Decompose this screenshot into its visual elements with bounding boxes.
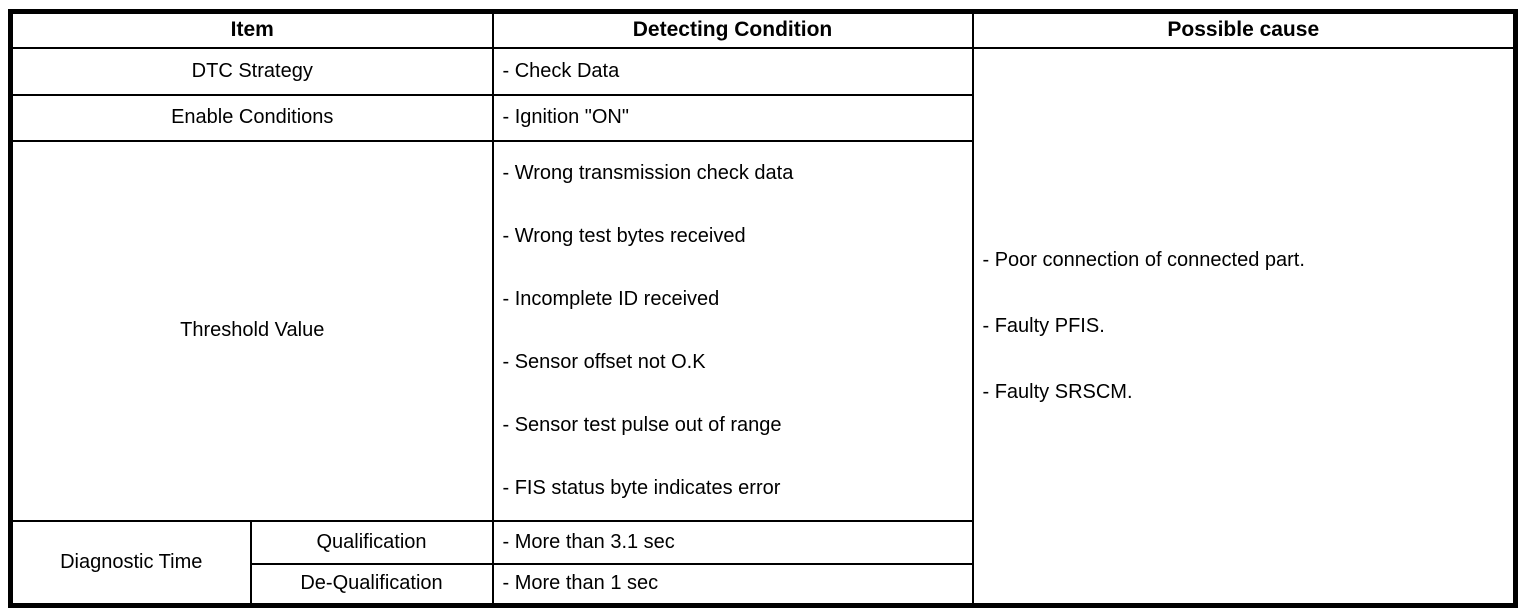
condition-qualification: - More than 3.1 sec xyxy=(491,519,974,565)
threshold-condition-line: - Sensor test pulse out of range xyxy=(502,413,782,436)
threshold-condition-line: - FIS status byte indicates error xyxy=(502,476,781,499)
header-possible-cause: Possible cause xyxy=(971,10,1517,49)
table-row-de-qualification: De-Qualification - More than 1 sec xyxy=(11,562,1516,607)
possible-cause-cell: - Poor connection of connected part. - F… xyxy=(971,46,1517,607)
threshold-condition-line: - Wrong test bytes received xyxy=(502,224,746,247)
item-dtc-strategy: DTC Strategy xyxy=(9,46,494,96)
subitem-de-qualification: De-Qualification xyxy=(249,562,494,607)
table-row-dtc-strategy: DTC Strategy - Check Data - Poor connect… xyxy=(9,46,1517,607)
dtc-specification-table: Item Detecting Condition Possible cause … xyxy=(8,9,1518,608)
threshold-condition-line: - Incomplete ID received xyxy=(502,287,720,310)
item-enable-conditions: Enable Conditions xyxy=(9,93,494,142)
header-item: Item xyxy=(9,10,494,49)
condition-threshold-value: - Wrong transmission check data - Wrong … xyxy=(491,139,974,522)
condition-dtc-strategy: - Check Data xyxy=(491,46,974,96)
item-diagnostic-time: Diagnostic Time xyxy=(9,519,252,607)
table-row-enable-conditions: Enable Conditions - Ignition "ON" xyxy=(9,93,1516,142)
table-header-row: Item Detecting Condition Possible cause xyxy=(9,10,1517,49)
table-row-qualification: Diagnostic Time Qualification - More tha… xyxy=(9,519,1516,607)
table-row-threshold-value: Threshold Value - Wrong transmission che… xyxy=(9,139,1516,522)
possible-cause-line: - Faulty SRSCM. xyxy=(982,380,1133,403)
subitem-qualification: Qualification xyxy=(249,519,494,565)
condition-de-qualification: - More than 1 sec xyxy=(491,562,974,607)
threshold-condition-line: - Wrong transmission check data xyxy=(502,161,794,184)
condition-enable-conditions: - Ignition "ON" xyxy=(491,93,974,142)
possible-cause-line: - Poor connection of connected part. xyxy=(982,248,1305,271)
threshold-condition-line: - Sensor offset not O.K xyxy=(502,350,706,373)
header-detecting-condition: Detecting Condition xyxy=(491,10,974,49)
item-threshold-value: Threshold Value xyxy=(9,139,494,522)
possible-cause-line: - Faulty PFIS. xyxy=(982,314,1105,337)
